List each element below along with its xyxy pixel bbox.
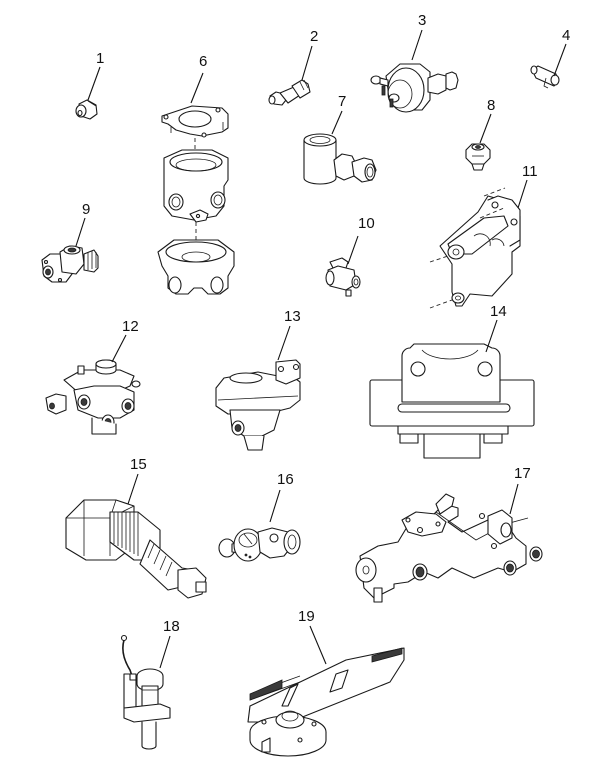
leader-2 — [301, 45, 313, 81]
callout-11: 11 — [522, 163, 538, 180]
callout-12: 12 — [122, 318, 139, 335]
part-15-threaded-fitting — [65, 499, 207, 599]
leader-11 — [517, 179, 528, 209]
part-10-petcock — [325, 257, 361, 297]
part-14-mount — [369, 343, 535, 459]
part-11-bracket — [429, 187, 521, 309]
callout-16: 16 — [277, 471, 294, 488]
part-6-valve-assembly — [157, 105, 235, 295]
callout-7: 7 — [338, 93, 346, 110]
leader-9 — [75, 217, 86, 247]
callout-3: 3 — [418, 12, 426, 29]
callout-9: 9 — [82, 201, 90, 218]
callout-10: 10 — [358, 215, 375, 232]
leader-13 — [277, 325, 291, 361]
leader-19 — [309, 625, 327, 665]
leader-18 — [159, 635, 171, 669]
leader-12 — [111, 334, 127, 363]
leader-4 — [553, 43, 567, 77]
callout-18: 18 — [163, 618, 180, 635]
part-19-foot-pedal — [247, 647, 405, 757]
part-3-actuator — [370, 63, 459, 113]
leader-7 — [331, 110, 343, 135]
part-17-control-valve — [355, 493, 543, 603]
callout-4: 4 — [562, 27, 570, 44]
callout-19: 19 — [298, 608, 315, 625]
leader-16 — [269, 489, 281, 523]
leader-10 — [347, 235, 359, 265]
callout-14: 14 — [490, 303, 507, 320]
part-13-valve — [215, 359, 301, 451]
leader-14 — [485, 319, 498, 353]
part-7-elbow — [303, 133, 377, 185]
part-9-valve — [41, 245, 99, 283]
callout-6: 6 — [199, 53, 207, 70]
callout-15: 15 — [130, 456, 147, 473]
part-18-switch — [120, 634, 171, 750]
callout-17: 17 — [514, 465, 531, 482]
callout-8: 8 — [487, 97, 495, 114]
part-16-check-valve — [218, 527, 301, 562]
part-8-hex-fitting — [465, 143, 491, 171]
part-4-fitting — [530, 65, 560, 89]
callout-1: 1 — [96, 50, 104, 67]
leader-17 — [509, 483, 519, 515]
leader-3 — [411, 29, 423, 61]
leader-8 — [479, 113, 492, 144]
part-1-plug — [75, 99, 98, 120]
leader-1 — [87, 66, 101, 101]
callout-2: 2 — [310, 28, 318, 45]
callout-13: 13 — [284, 308, 301, 325]
part-12-valve — [45, 359, 141, 435]
part-2-fitting — [268, 79, 311, 106]
leader-15 — [127, 473, 139, 505]
leader-6 — [190, 72, 204, 104]
